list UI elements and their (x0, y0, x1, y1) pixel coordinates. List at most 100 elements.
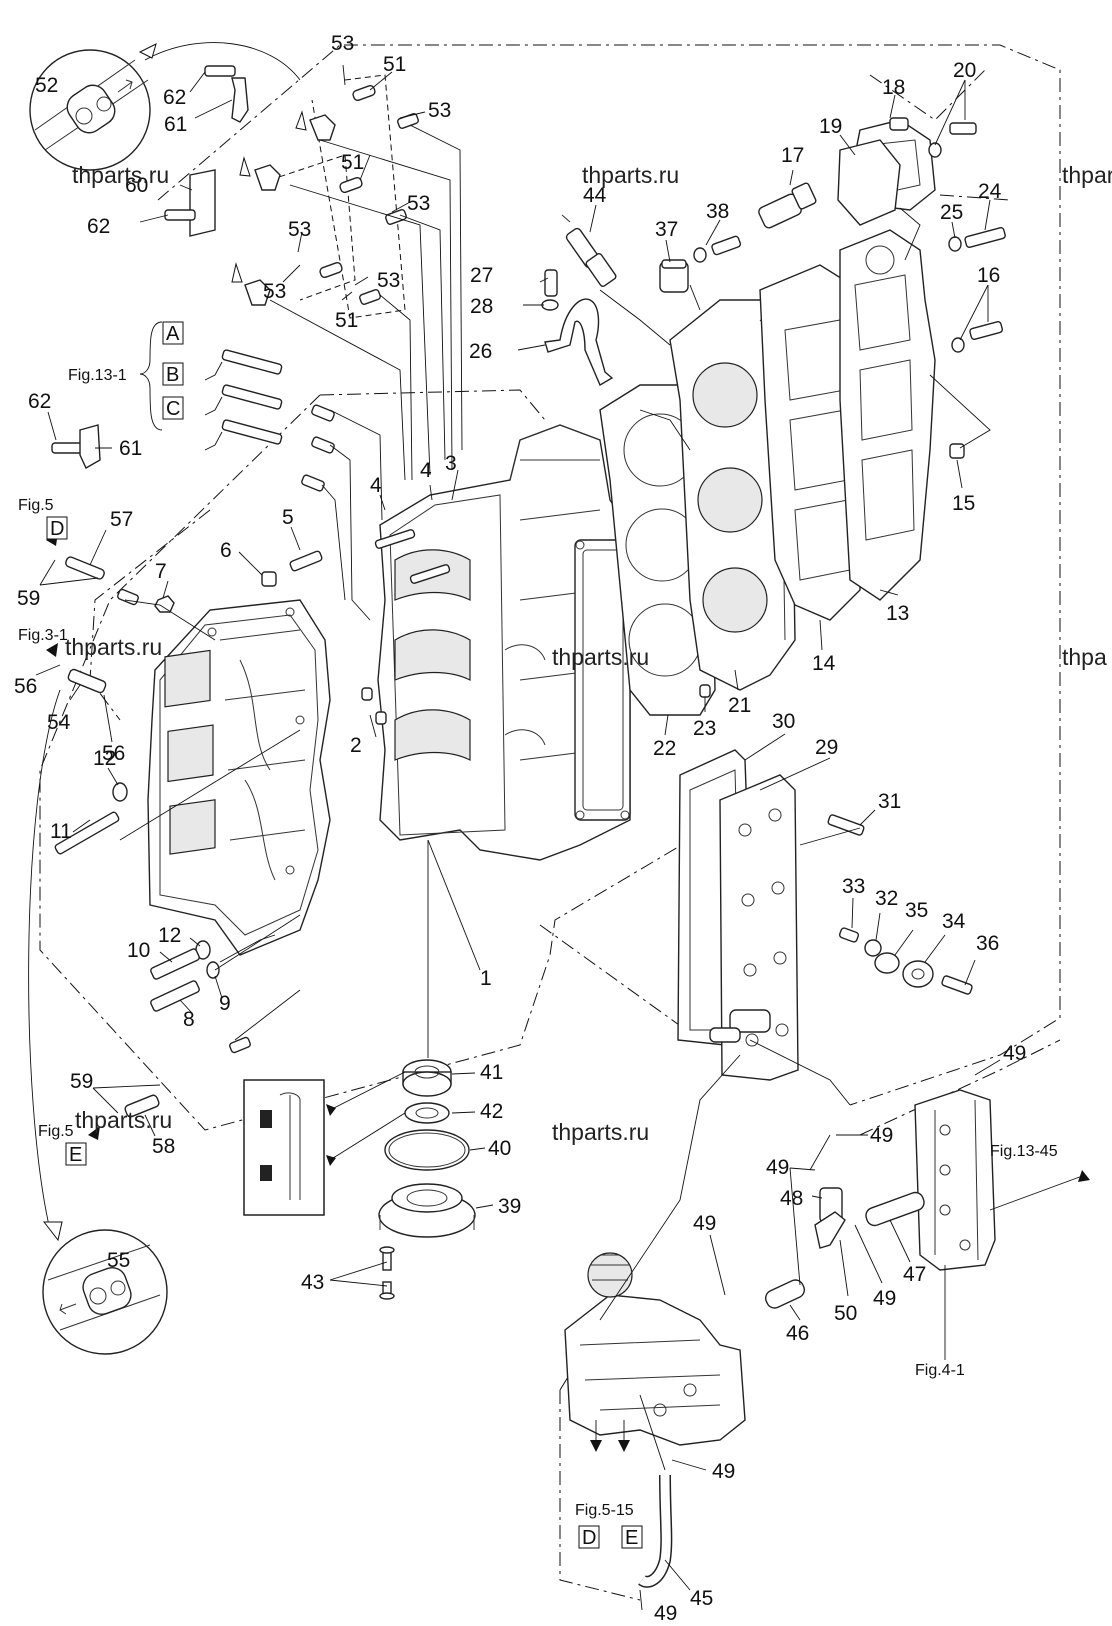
callout-48: 48 (780, 1187, 803, 1210)
callout-18: 18 (882, 76, 905, 99)
callout-30: 30 (772, 710, 795, 733)
ref-box-c (162, 396, 184, 420)
callout-35: 35 (905, 899, 928, 922)
callout-50: 50 (834, 1302, 857, 1325)
callout-28: 28 (470, 295, 493, 318)
callout-53: 53 (331, 32, 354, 55)
callout-4: 4 (370, 474, 382, 497)
callout-49: 49 (870, 1124, 893, 1147)
callout-49: 49 (873, 1287, 896, 1310)
callout-27: 27 (470, 264, 493, 287)
pipe-46 (765, 1279, 805, 1309)
watermark: thpa (1062, 644, 1107, 670)
arrow-icon (1078, 1170, 1090, 1182)
callout-39: 39 (498, 1195, 521, 1218)
fasteners (51, 65, 1006, 1118)
cylinder-head (669, 299, 796, 691)
ref-fig13-45: Fig.13-45 (990, 1143, 1058, 1160)
callout-31: 31 (878, 790, 901, 813)
arrow-icon (138, 43, 157, 59)
o-ring-40 (384, 1129, 470, 1171)
seal-detail-box (243, 1071, 406, 1216)
callout-25: 25 (940, 201, 963, 224)
callout-59: 59 (17, 587, 40, 610)
callout-56: 56 (102, 742, 125, 765)
callout-49: 49 (693, 1212, 716, 1235)
ref-fig5-bottom: Fig.5 (38, 1123, 74, 1140)
ref-box-d-left-label: D (50, 518, 64, 540)
ref-box-e-bottom (621, 1525, 643, 1549)
callout-43: 43 (301, 1271, 324, 1294)
screws-43 (379, 1246, 395, 1300)
ref-fig4-1: Fig.4-1 (915, 1362, 965, 1379)
callout-47: 47 (903, 1263, 926, 1286)
callout-12: 12 (158, 924, 181, 947)
leader-lines (35, 64, 1001, 1611)
water-jacket-housing (914, 1089, 996, 1271)
water-pump-assembly (564, 1252, 746, 1446)
arrow-icon (42, 1221, 63, 1242)
detail-circle-top (29, 42, 301, 171)
ref-fig13-1: Fig.13-1 (68, 367, 127, 384)
callout-24: 24 (978, 180, 1002, 203)
watermark: thparts.ru (72, 162, 169, 188)
seal-42 (404, 1102, 450, 1124)
ref-box-a-label: A (166, 323, 180, 345)
callout-36: 36 (976, 932, 999, 955)
callout-34: 34 (942, 910, 966, 933)
callout-15: 15 (952, 492, 975, 515)
bearing-housing-39 (378, 1183, 476, 1238)
callout-33: 33 (842, 875, 865, 898)
ref-box-a (162, 321, 184, 345)
bracket-26 (544, 298, 614, 387)
arrow-icon (46, 643, 58, 657)
arrow-icon (231, 262, 243, 283)
callout-54: 54 (47, 711, 71, 734)
callout-6: 6 (220, 539, 232, 562)
exhaust-cover (709, 774, 799, 1081)
watermark: thparts.ru (75, 1107, 172, 1133)
watermark: thparts.ru (552, 644, 649, 670)
ref-box-e-left (65, 1142, 87, 1166)
brace-bracket (139, 321, 163, 431)
arrow-icon (295, 110, 307, 131)
callout-29: 29 (815, 736, 838, 759)
callout-40: 40 (488, 1137, 511, 1160)
ref-fig3-1: Fig.3-1 (18, 627, 68, 644)
ref-fig5-top: Fig.5 (18, 497, 54, 514)
callout-52: 52 (35, 74, 58, 97)
callout-56: 56 (14, 675, 37, 698)
arrow-icon (88, 1126, 100, 1140)
watermark: thparts.ru (582, 162, 679, 188)
callout-8: 8 (183, 1008, 195, 1031)
callout-46: 46 (786, 1322, 809, 1345)
callout-53: 53 (263, 280, 286, 303)
callout-49: 49 (766, 1156, 789, 1179)
callout-62: 62 (28, 390, 51, 413)
callout-61: 61 (119, 437, 142, 460)
pipe-47 (865, 1191, 925, 1227)
callout-53: 53 (377, 269, 400, 292)
callout-44: 44 (583, 184, 607, 207)
callout-41: 41 (480, 1061, 503, 1084)
callout-53: 53 (288, 218, 311, 241)
callout-16: 16 (977, 264, 1000, 287)
callout-32: 32 (875, 887, 898, 910)
callout-62: 62 (87, 215, 110, 238)
callout-9: 9 (219, 992, 231, 1015)
oil-seal-41 (402, 1059, 452, 1097)
callout-10: 10 (127, 939, 150, 962)
ref-box-d-left (46, 516, 68, 540)
cylinder-block (374, 424, 631, 861)
callout-61: 61 (164, 113, 187, 136)
arrow-icon (239, 156, 251, 177)
arrow-icon (326, 1104, 336, 1116)
callout-5: 5 (282, 506, 294, 529)
callout-55: 55 (107, 1249, 130, 1272)
joint-50 (814, 1211, 846, 1249)
callout-22: 22 (653, 737, 676, 760)
hose-45 (638, 1474, 673, 1588)
callout-49: 49 (654, 1602, 677, 1625)
callout-17: 17 (781, 144, 804, 167)
arrow-icon (326, 1155, 336, 1166)
